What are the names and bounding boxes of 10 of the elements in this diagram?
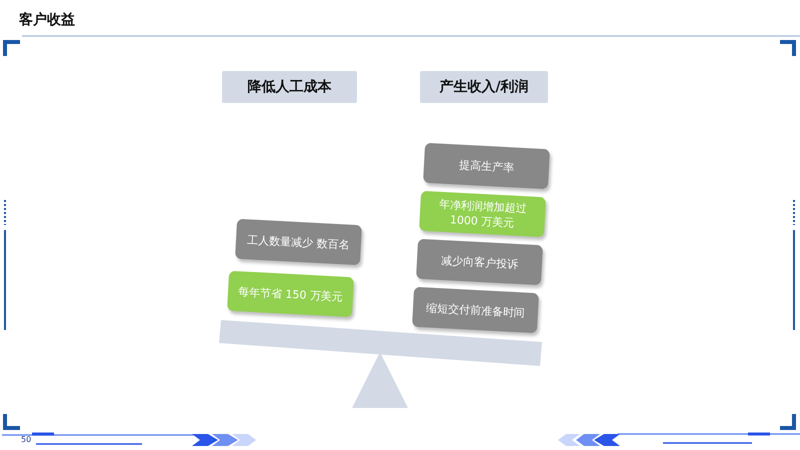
heading-box: 产生收入/利润 (420, 71, 548, 103)
weight-block: 工人数量减少 数百名 (235, 218, 362, 266)
slide-title: 客户收益 (19, 11, 75, 29)
weight-block: 提高生产率 (423, 142, 550, 190)
weight-block: 缩短交付前准备时间 (412, 286, 539, 334)
page-number: 50 (21, 435, 32, 444)
weight-block: 减少向客户投诉 (416, 238, 543, 286)
weight-block: 每年节省 150 万美元 (227, 270, 354, 318)
weight-block: 年净利润增加超过 1000 万美元 (419, 190, 546, 238)
heading-box: 降低人工成本 (222, 71, 357, 103)
